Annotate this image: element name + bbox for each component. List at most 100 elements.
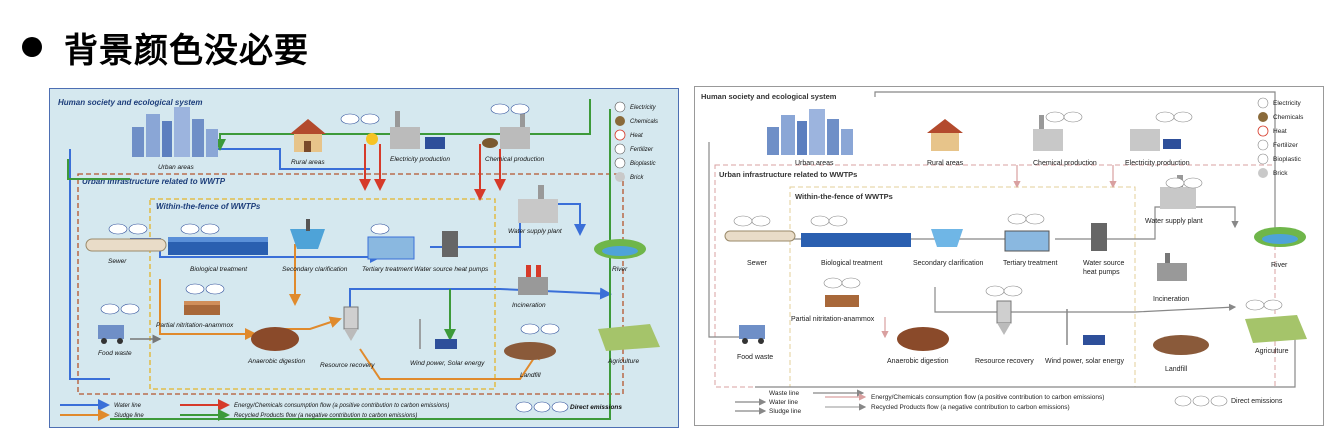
legend-direct-text: Direct emissions (570, 404, 622, 411)
wind-label: Wind power, Solar energy (410, 360, 485, 367)
legend-brick-white: Brick (1273, 170, 1288, 177)
urban-label-white: Urban areas (795, 160, 834, 167)
water-supply-label: Water supply plant (508, 228, 563, 235)
bioplastic-icon-white (1257, 153, 1269, 165)
water-line-urban (215, 148, 370, 170)
chemical-production-icon (482, 113, 530, 149)
legend-electricity-white: Electricity (1273, 100, 1302, 107)
heat-pump-icon (442, 231, 458, 257)
sludge-line-white (934, 287, 1237, 313)
water-supply-plant-icon (518, 185, 558, 223)
incineration-icon-white (1157, 253, 1187, 281)
chemicals-icon (615, 116, 625, 126)
recycled-line-white-bottom (755, 327, 1296, 388)
biological-treatment-icon (168, 237, 268, 255)
brick-icon-white (1258, 168, 1268, 178)
agri-label: Agriculture (607, 358, 639, 365)
ad-label-white: Anaerobic digestion (887, 358, 949, 365)
food-waste-truck-icon-white (739, 325, 765, 344)
sludge-line-2 (280, 316, 342, 330)
wind-solar-icon-white (1066, 309, 1105, 345)
bullet-icon (22, 37, 42, 57)
legend-fertilizer: Fertilizer (630, 147, 654, 153)
tert-label-white: Tertiary treatment (1003, 260, 1058, 267)
urban-areas-icon (132, 107, 218, 157)
electricity-icon-white (1257, 97, 1269, 109)
partial-label: Partial nitritation-anammox (156, 322, 234, 329)
rural-label: Rural areas (291, 159, 325, 166)
recycled-line-2 (110, 109, 611, 420)
legend-waste-text-white: Waste line (769, 390, 799, 397)
tertiary-treatment-icon-white (1004, 230, 1050, 252)
electricity-production-icon (366, 111, 445, 149)
rr-label: Resource recovery (320, 362, 375, 369)
partial-nitritation-icon (184, 301, 220, 315)
sec-label: Secondary clarification (282, 266, 348, 273)
rural-areas-icon-white (927, 119, 963, 151)
recycled-line-4 (67, 159, 130, 180)
legend-sludge-text: Sludge line (114, 413, 144, 419)
food-label: Food waste (98, 350, 132, 357)
anaerobic-digester-icon-white (897, 327, 949, 351)
heading-text: 背景颜色没必要 (64, 30, 309, 71)
fence-title-white: Within-the-fence of WWTPs (795, 192, 893, 201)
product-legend: Electricity Chemicals Heat Fertilizer Bi… (614, 101, 658, 182)
bio-label: Biological treatment (190, 266, 248, 273)
elec-prod-label-white: Electricity production (1125, 160, 1190, 167)
anaerobic-digester-icon (251, 327, 299, 351)
infra-title: Urban infrastructure related to WWTP (82, 177, 226, 186)
infra-title-white: Urban infrastructure related to WWTPs (719, 170, 857, 179)
sludge-line-1 (159, 279, 257, 340)
agriculture-icon (598, 324, 660, 351)
legend-heat-white: Heat (1273, 128, 1287, 135)
slide-heading: 背景颜色没必要 (22, 22, 309, 72)
electricity-icon (614, 101, 626, 113)
river-icon (594, 239, 646, 259)
food-waste-truck-icon (98, 325, 124, 344)
colored-diagram: Human society and ecological system Urba… (58, 98, 660, 421)
secondary-clarifier-icon (290, 219, 325, 249)
sewer-label: Sewer (108, 258, 127, 265)
chem-prod-label-white: Chemical production (1033, 160, 1097, 167)
society-title-white: Human society and ecological system (701, 92, 837, 101)
sewer-pipe-icon-white (724, 230, 796, 242)
river-label: River (612, 266, 628, 273)
legend-direct-emission-icons-white (1174, 395, 1228, 407)
heat-icon-white (1257, 125, 1269, 137)
electricity-production-icon-white (1130, 129, 1181, 151)
landfill-icon (504, 342, 556, 360)
fertilizer-icon-white (1257, 139, 1269, 151)
legend-recycled-text: Recycled Products flow (a negative contr… (234, 413, 417, 419)
tertiary-treatment-icon (367, 236, 415, 260)
chem-prod-label: Chemical production (485, 156, 545, 163)
water-line-river-white (1055, 206, 1239, 240)
wind-label-white: Wind power, solar energy (1045, 358, 1124, 365)
bioplastic-icon (614, 157, 626, 169)
legend-electricity: Electricity (630, 105, 657, 111)
chemicals-icon-white (1258, 112, 1268, 122)
elec-prod-label: Electricity production (390, 156, 450, 163)
legend-sludge-text-white: Sludge line (769, 408, 802, 415)
food-label-white: Food waste (737, 354, 773, 361)
white-diagram-panel: Human society and ecological system Urba… (694, 86, 1324, 426)
ad-label: Anaerobic digestion (247, 358, 305, 365)
legend-energy-text: Energy/Chemicals consumption flow (a pos… (234, 403, 449, 409)
incineration-icon (518, 265, 548, 295)
agri-label-white: Agriculture (1255, 348, 1289, 355)
white-diagram: Human society and ecological system Urba… (701, 91, 1307, 415)
partial-label-white: Partial nitritation-anammox (791, 316, 875, 323)
landfill-icon-white (1153, 335, 1209, 355)
emission-clouds (100, 103, 560, 335)
legend-water-text-white: Water line (769, 399, 798, 406)
sewer-pipe-icon (85, 238, 167, 252)
urban-areas-icon-white (767, 109, 853, 155)
fence-boundary-white (789, 186, 1136, 388)
product-legend-white: Electricity Chemicals Heat Fertilizer Bi… (1257, 97, 1304, 178)
legend-chemicals-white: Chemicals (1273, 114, 1304, 121)
heat-pumps-label-2-white: heat pumps (1083, 269, 1120, 276)
river-icon-white (1254, 227, 1306, 247)
legend-bioplastic-white: Bioplastic (1273, 156, 1302, 163)
infra-boundary-white (714, 164, 1276, 388)
rural-label-white: Rural areas (927, 160, 964, 167)
legend-recycled-text-white: Recycled Products flow (a negative contr… (871, 404, 1070, 411)
